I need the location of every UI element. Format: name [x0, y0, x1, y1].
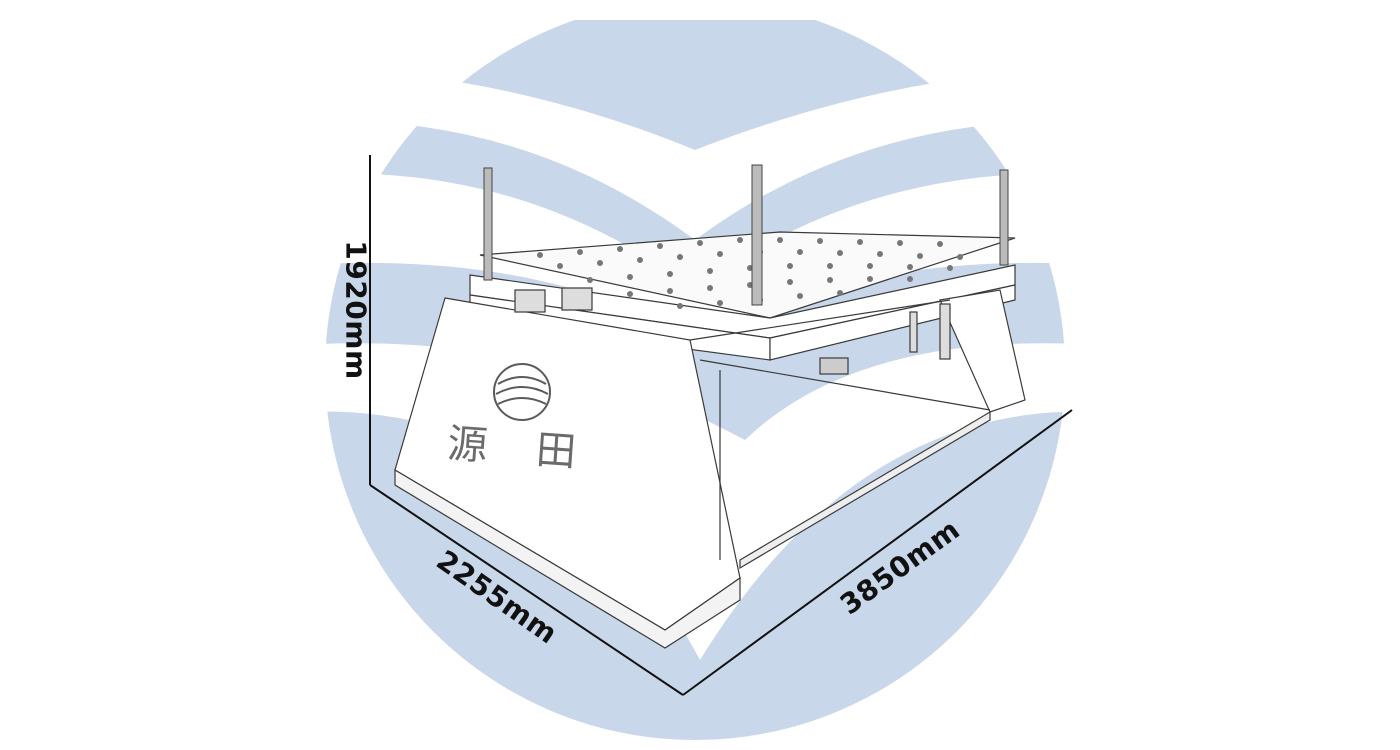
lead-screws: [483, 164, 1009, 306]
height-dimension-label: 1920mm: [339, 240, 373, 380]
depth-dimension-line: [682, 409, 1073, 696]
support-post-2: [939, 303, 951, 360]
support-post-1: [909, 311, 918, 353]
brand-logo-icon: [493, 363, 551, 421]
emblem-band-2: [325, 121, 1065, 290]
motor: [819, 357, 849, 375]
width-dimension-line: [369, 484, 684, 696]
base-front-face: [394, 468, 741, 649]
machine-drawing: [394, 164, 1026, 649]
bearing-right: [561, 287, 593, 311]
brand-logo-text: 源 田: [445, 420, 596, 478]
base-right-panel: [939, 289, 1026, 413]
dimension-lines: [369, 155, 1073, 696]
bearing-left: [514, 289, 546, 313]
base-rail: [739, 410, 991, 570]
